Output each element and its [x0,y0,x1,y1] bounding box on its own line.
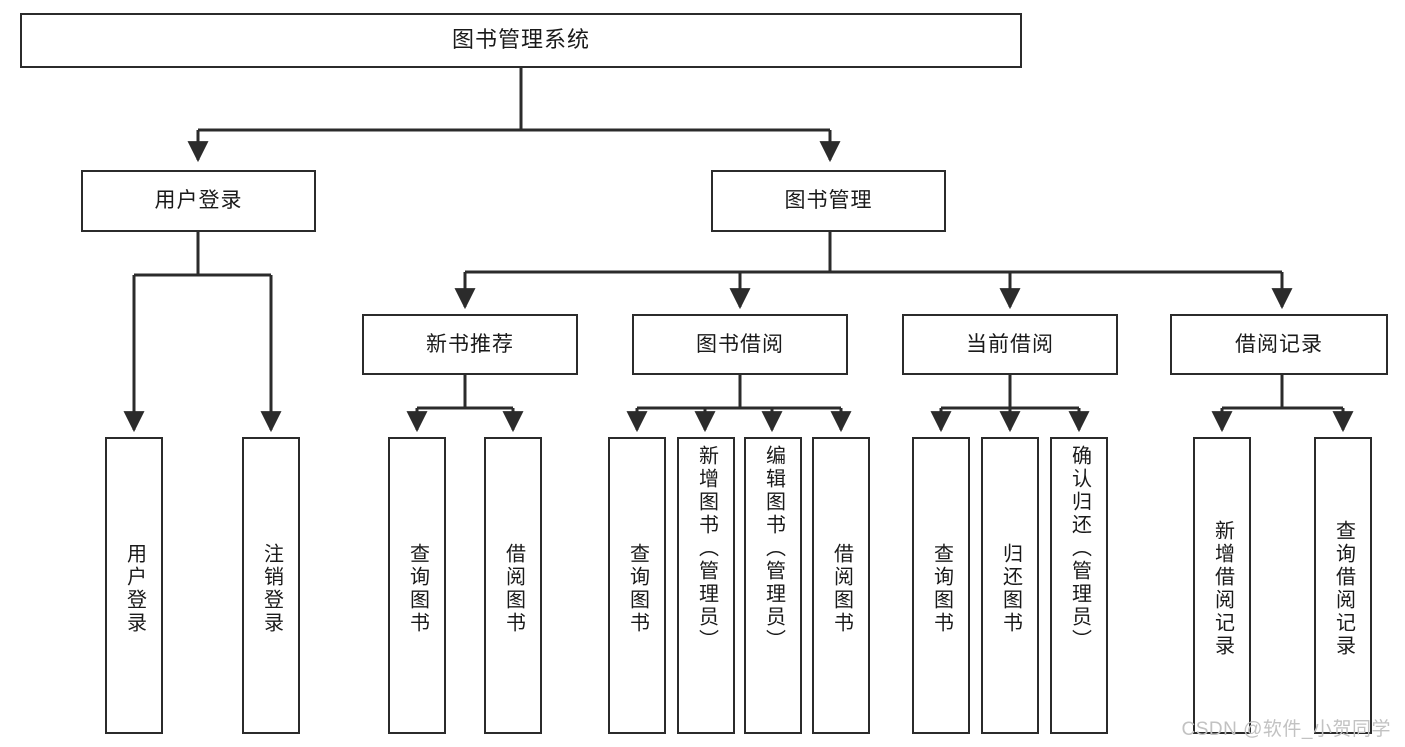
node-label: 图书管理 [784,189,873,213]
node-label: 新增图书（管理员） [695,445,718,652]
node-label: 用户登录 [123,542,146,635]
node-leaf-logout[interactable]: 注销登录 [242,437,300,734]
node-borrow-record[interactable]: 借阅记录 [1170,314,1388,375]
node-leaf-query-borrow-record[interactable]: 查询借阅记录 [1314,437,1372,734]
node-book-borrow[interactable]: 图书借阅 [632,314,848,375]
node-label: 图书管理系统 [451,27,590,53]
node-leaf-borrow-book-recommend[interactable]: 借阅图书 [484,437,542,734]
node-leaf-query-book[interactable]: 查询图书 [608,437,666,734]
node-leaf-return-book[interactable]: 归还图书 [981,437,1039,734]
node-label: 新书推荐 [426,332,514,356]
node-leaf-query-book-recommend[interactable]: 查询图书 [388,437,446,734]
node-leaf-add-borrow-record[interactable]: 新增借阅记录 [1193,437,1251,734]
node-label: 用户登录 [154,189,243,213]
node-leaf-query-book-current[interactable]: 查询图书 [912,437,970,734]
node-leaf-add-book-admin[interactable]: 新增图书（管理员） [677,437,735,734]
node-new-book-recommend[interactable]: 新书推荐 [362,314,578,375]
node-leaf-borrow-book[interactable]: 借阅图书 [812,437,870,734]
node-label: 注销登录 [260,542,283,635]
node-user-login[interactable]: 用户登录 [81,170,316,232]
node-label: 新增借阅记录 [1211,519,1234,658]
node-root-system[interactable]: 图书管理系统 [20,13,1022,68]
node-label: 借阅记录 [1235,332,1323,356]
watermark-csdn: CSDN @软件_小贺同学 [1181,719,1391,740]
node-leaf-user-login[interactable]: 用户登录 [105,437,163,734]
node-leaf-edit-book-admin[interactable]: 编辑图书（管理员） [744,437,802,734]
node-label: 归还图书 [999,542,1022,635]
node-label: 查询借阅记录 [1332,519,1355,658]
node-label: 编辑图书（管理员） [762,445,785,652]
node-label: 借阅图书 [830,542,853,635]
node-label: 查询图书 [406,542,429,635]
node-label: 当前借阅 [966,332,1054,356]
node-label: 查询图书 [626,542,649,635]
node-current-borrow[interactable]: 当前借阅 [902,314,1118,375]
node-label: 图书借阅 [696,332,784,356]
node-label: 借阅图书 [502,542,525,635]
node-book-management[interactable]: 图书管理 [711,170,946,232]
node-leaf-confirm-return-admin[interactable]: 确认归还（管理员） [1050,437,1108,734]
node-label: 查询图书 [930,542,953,635]
node-label: 确认归还（管理员） [1068,445,1091,652]
